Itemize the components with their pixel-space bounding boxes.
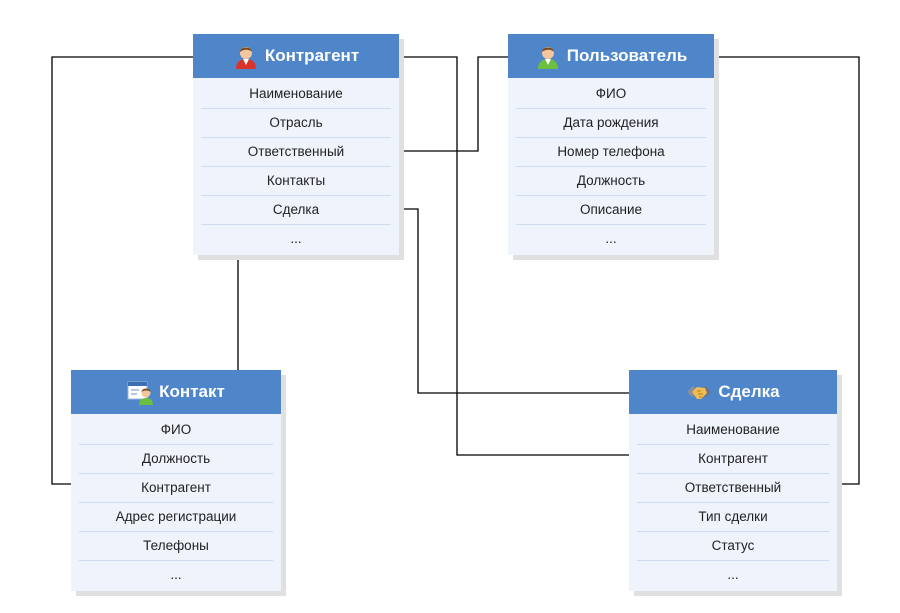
entity-sdelka-fields: Наименование Контрагент Ответственный Ти… bbox=[629, 414, 837, 589]
field-kontakt-more: ... bbox=[170, 567, 182, 582]
field-kontakt-kontragent: Контрагент bbox=[79, 474, 273, 503]
field-kontragent-otvetstvennyy: Ответственный bbox=[201, 138, 391, 167]
entity-polzovatel: Пользователь ФИО Дата рождения Номер тел… bbox=[508, 34, 714, 255]
entity-kontragent-header[interactable]: Контрагент bbox=[193, 34, 399, 78]
handshake-icon bbox=[686, 379, 712, 405]
connector-kontragent-polzovatel bbox=[358, 52, 525, 152]
field-sdelka-kontragent: Контрагент bbox=[637, 445, 829, 474]
field-sdelka-more: ... bbox=[727, 567, 739, 582]
field-kontragent-more: ... bbox=[290, 231, 302, 246]
field-polzovatel-nomer-telefona: Номер телефона bbox=[516, 138, 706, 167]
field-polzovatel-more: ... bbox=[605, 231, 617, 246]
entity-polzovatel-title: Пользователь bbox=[566, 46, 688, 65]
field-kontragent-kontakty: Контакты bbox=[201, 167, 391, 196]
field-sdelka-status: Статус bbox=[637, 532, 829, 561]
field-kontakt-dolzhnost: Должность bbox=[79, 445, 273, 474]
entity-sdelka-title: Сделка bbox=[718, 382, 780, 401]
entity-kontakt-fields: ФИО Должность Контрагент Адрес регистрац… bbox=[71, 414, 281, 589]
entity-sdelka: Сделка Наименование Контрагент Ответстве… bbox=[629, 370, 837, 591]
field-sdelka-otvetstvennyy: Ответственный bbox=[637, 474, 829, 503]
person-red-icon bbox=[233, 43, 259, 69]
field-polzovatel-fio: ФИО bbox=[516, 80, 706, 109]
field-polzovatel-data-rozhdeniya: Дата рождения bbox=[516, 109, 706, 138]
entity-sdelka-header[interactable]: Сделка bbox=[629, 370, 837, 414]
entity-polzovatel-fields: ФИО Дата рождения Номер телефона Должнос… bbox=[508, 78, 714, 253]
person-green-icon bbox=[535, 43, 561, 69]
field-kontragent-sdelka: Сделка bbox=[201, 196, 391, 225]
field-kontakt-fio: ФИО bbox=[79, 416, 273, 445]
entity-kontakt-title: Контакт bbox=[159, 382, 225, 401]
contact-card-icon bbox=[127, 379, 154, 405]
field-kontragent-naimenovanie: Наименование bbox=[201, 80, 391, 109]
field-kontakt-telefony: Телефоны bbox=[79, 532, 273, 561]
entity-kontakt: Контакт ФИО Должность Контрагент Адрес р… bbox=[71, 370, 281, 591]
entity-kontragent-title: Контрагент bbox=[264, 46, 360, 65]
entity-polzovatel-header[interactable]: Пользователь bbox=[508, 34, 714, 78]
connector-sdelka-kontragent bbox=[361, 52, 686, 456]
field-kontakt-adres-registratsii: Адрес регистрации bbox=[79, 503, 273, 532]
field-sdelka-tip-sdelki: Тип сделки bbox=[637, 503, 829, 532]
field-polzovatel-dolzhnost: Должность bbox=[516, 167, 706, 196]
entity-kontakt-header[interactable]: Контакт bbox=[71, 370, 281, 414]
entity-kontragent-fields: Наименование Отрасль Ответственный Конта… bbox=[193, 78, 399, 253]
entity-kontragent: Контрагент Наименование Отрасль Ответств… bbox=[193, 34, 399, 255]
field-sdelka-naimenovanie: Наименование bbox=[637, 416, 829, 445]
field-polzovatel-opisanie: Описание bbox=[516, 196, 706, 225]
field-kontragent-otrasl: Отрасль bbox=[201, 109, 391, 138]
